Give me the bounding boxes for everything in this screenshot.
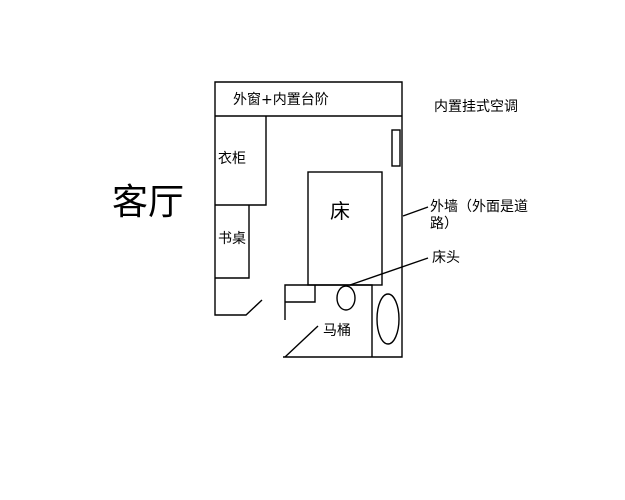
window-label: 外窗+内置台阶	[233, 91, 329, 108]
bed-label: 床	[330, 199, 350, 223]
bathroom-inset	[285, 285, 316, 303]
wardrobe-label: 衣柜	[218, 151, 246, 167]
air-conditioner-box	[391, 129, 401, 167]
bed-box	[307, 171, 383, 286]
bathroom-door-swing	[284, 325, 319, 358]
outer-wall-callout-line1: 外墙（外面是道	[430, 199, 528, 215]
outer-wall-callout-line	[402, 206, 429, 217]
desk-label: 书桌	[218, 231, 246, 247]
basin-oval	[376, 293, 400, 345]
ac-callout-label: 内置挂式空调	[434, 99, 518, 115]
bed-head-callout-label: 床头	[432, 250, 460, 266]
toilet-label: 马桶	[323, 323, 351, 339]
desk-box	[215, 205, 250, 279]
outer-wall-callout-line2: 路）	[430, 216, 458, 232]
toilet-bowl	[336, 285, 356, 311]
bed-head-callout-line	[349, 257, 429, 286]
bathroom-partition	[284, 284, 373, 357]
wardrobe-box	[215, 116, 267, 206]
living-room-label: 客厅	[112, 182, 184, 223]
room-outer-wall	[214, 81, 403, 358]
